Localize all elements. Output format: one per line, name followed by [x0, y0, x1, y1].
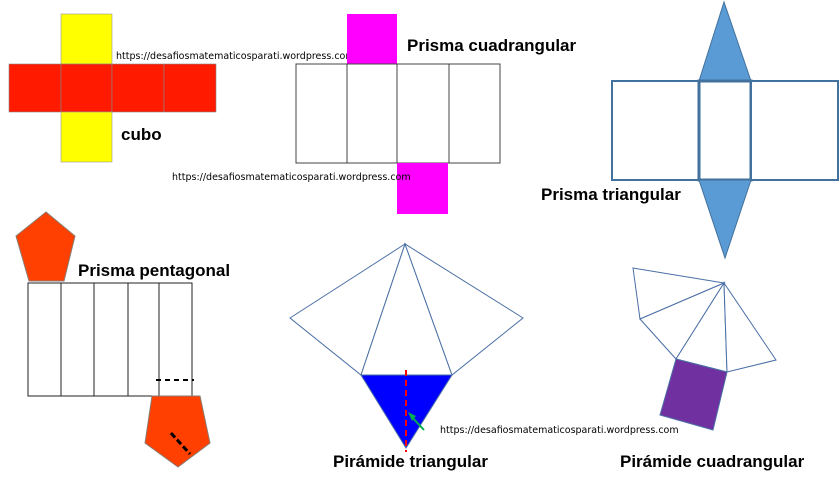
penta-face-2	[60, 282, 95, 397]
prism-cap-bottom	[397, 163, 448, 214]
tri-face-2	[697, 79, 753, 182]
penta-cap-bottom	[144, 395, 211, 468]
tri-cap-top	[698, 0, 752, 82]
label-prisma-cuadrangular: Prisma cuadrangular	[407, 36, 577, 55]
label-piramide-cuadrangular: Pirámide cuadrangular	[620, 452, 805, 471]
penta-face-3	[93, 282, 129, 397]
tri-face-1	[611, 80, 700, 181]
triangular-pyramid-net	[289, 242, 524, 452]
penta-face-4	[127, 282, 160, 397]
pentagonal-prism-net	[15, 211, 211, 468]
prism-cap-top	[347, 14, 397, 64]
watermark-2: https://desafiosmatematicosparati.wordpr…	[172, 172, 411, 183]
prism-face-1	[295, 63, 348, 164]
label-piramide-triangular: Pirámide triangular	[333, 452, 488, 471]
cube-face-top	[60, 13, 113, 65]
label-prisma-pentagonal: Prisma pentagonal	[78, 261, 230, 280]
square-pyramid-net	[632, 267, 777, 431]
tri-pyr-face-right	[404, 242, 524, 376]
penta-face-1	[27, 282, 62, 397]
penta-cap-top	[15, 211, 76, 282]
penta-face-5	[158, 282, 193, 397]
triangular-prism-net	[611, 0, 839, 260]
square-prism-net	[295, 14, 501, 214]
penta-dash-2	[169, 431, 192, 456]
prism-face-3	[396, 63, 450, 164]
tri-pyr-arrowhead	[408, 412, 416, 421]
cube-net	[8, 13, 217, 163]
prism-face-4	[448, 63, 501, 164]
cube-face-2	[60, 63, 113, 113]
prism-face-2	[346, 63, 398, 164]
tri-cap-bottom	[698, 179, 752, 260]
watermark-3: https://desafiosmatematicosparati.wordpr…	[440, 425, 679, 436]
cube-face-4	[163, 63, 217, 113]
tri-face-3	[750, 80, 839, 181]
cube-face-1	[8, 63, 62, 113]
sq-pyr-base	[659, 358, 728, 431]
cube-face-bottom	[60, 111, 113, 163]
cube-face-3	[111, 63, 165, 113]
label-prisma-triangular: Prisma triangular	[541, 185, 681, 204]
label-cubo: cubo	[121, 125, 162, 144]
watermark-1: https://desafiosmatematicosparati.wordpr…	[116, 51, 355, 62]
sq-pyr-face-4	[723, 281, 777, 373]
